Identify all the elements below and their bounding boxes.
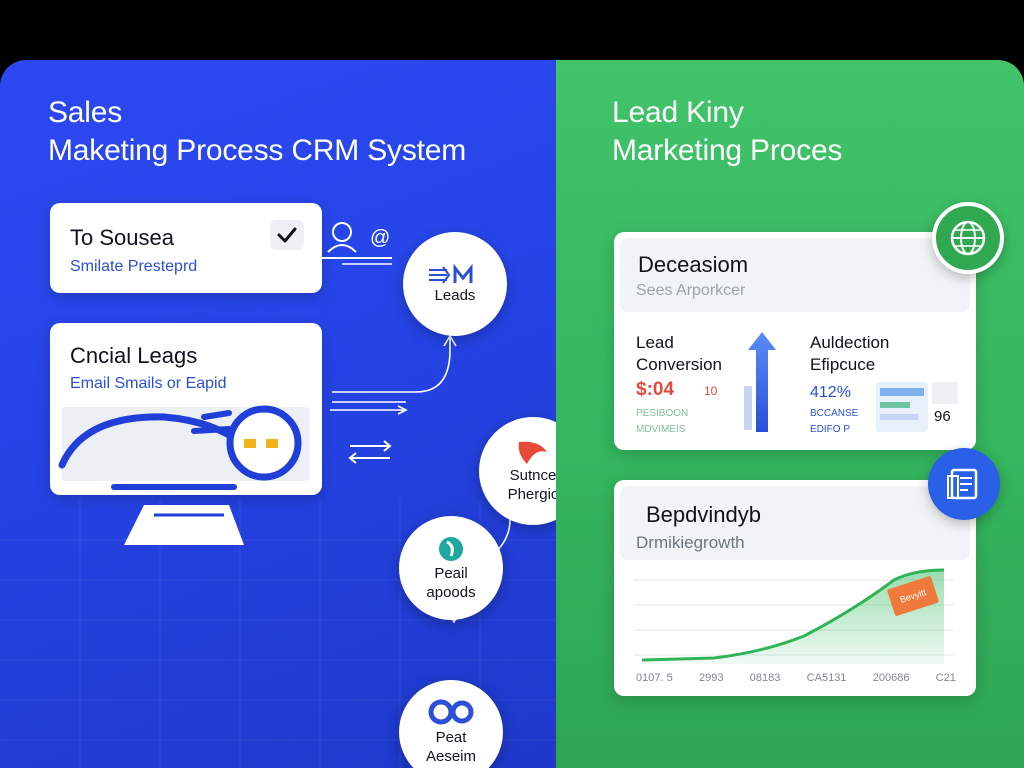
sales-card-1-title: To Sousea [70, 225, 174, 250]
node-strategy-line2: Phergic [507, 486, 559, 503]
x-label-4: CA5131 [806, 672, 847, 684]
metric-lead-conversion-label: Lead Conversion [636, 332, 722, 376]
book-badge[interactable] [928, 448, 1000, 520]
sales-title-line2: Maketing Process CRM System [48, 134, 467, 167]
node-email-line1: Peail [434, 565, 468, 582]
sales-card-2-title: Cncial Leags [70, 343, 198, 368]
metric2-label-line1: Auldection [810, 333, 890, 352]
metric1-caption1: PESIBOON [636, 408, 689, 419]
growth-card-title: Bepdvindyb [646, 502, 761, 527]
checkbox[interactable] [270, 220, 304, 250]
up-arrow-icon [744, 332, 776, 432]
growth-card-subtitle: Drmikiegrowth [636, 533, 745, 552]
conversion-card: Deceasiom Sees Arporkcer Lead Conversion… [614, 232, 976, 450]
node-email[interactable]: Peail apoods [399, 516, 503, 620]
x-label-2: 2993 [699, 672, 724, 684]
sales-title-line1: Sales [48, 96, 123, 129]
sales-panel: Sales Maketing Process CRM System To Sou… [0, 60, 556, 768]
sales-panel-title: Sales Maketing Process CRM System [48, 94, 466, 170]
sales-card-1: To Sousea Smilate Presteprd [50, 203, 322, 293]
growth-chart [634, 568, 954, 664]
conversion-card-title: Deceasiom [638, 252, 749, 277]
sales-card-2-subtitle: Email Smails or Eapid [70, 375, 227, 392]
mini-thumb-widget [932, 382, 958, 404]
book-icon [947, 468, 978, 500]
globe-badge[interactable] [932, 202, 1004, 274]
metric2-label-line2: Efipcuce [810, 355, 876, 374]
node-email-line2: apoods [426, 584, 476, 601]
svg-text:@: @ [370, 227, 390, 249]
growth-tag-label: Bevyitt [898, 587, 928, 605]
conversion-card-subtitle: Sees Arporkcer [636, 282, 746, 299]
metric1-caption2: MDVIMEIS [636, 424, 686, 435]
lead-panel-title: Lead Kiny Marketing Proces [612, 94, 842, 170]
flow-arrows-icon [429, 263, 473, 284]
metric-auldection-label: Auldection Efipcuce [810, 332, 889, 376]
lead-title-line2: Marketing Proces [612, 134, 843, 167]
sales-card-1-subtitle: Smilate Presteprd [70, 258, 198, 275]
metric1-label-line1: Lead [636, 333, 674, 352]
metric2-caption2: EDIFO P [810, 424, 851, 435]
node-leads-label: Leads [434, 286, 476, 304]
sales-person-icon [58, 405, 302, 545]
metric1-label-line2: Conversion [636, 355, 722, 374]
node-final[interactable]: Peat Aeseim [399, 680, 503, 768]
node-leads[interactable]: Leads [403, 232, 507, 336]
swap-arrows-icon [348, 440, 392, 464]
conversion-card-header [620, 238, 970, 312]
growth-x-axis: 0107. 5 2993 08183 CA5131 200686 C21 [636, 672, 956, 688]
flow-connector-1 [330, 334, 457, 415]
lead-title-line1: Lead Kiny [612, 96, 744, 129]
node-final-line2: Aeseim [425, 748, 477, 765]
node-strategy-line1: Sutnce [509, 467, 557, 484]
node-final-line1: Peat [435, 729, 467, 746]
diagram-frame: Sales Maketing Process CRM System To Sou… [0, 60, 1024, 768]
teal-drop-icon [439, 537, 463, 561]
x-label-5: 200686 [872, 672, 910, 684]
mini-table-widget [876, 382, 928, 432]
user-email-icon: @ [322, 222, 392, 265]
metric3-value: 96 [934, 408, 951, 425]
growth-card: Bepdvindyb Drmikiegrowth [614, 480, 976, 696]
x-label-3: 08183 [749, 672, 781, 684]
check-icon [277, 227, 297, 243]
globe-icon [950, 220, 986, 256]
metric-lead-conversion-value: $:04 [636, 379, 675, 400]
metric-lead-conversion-suffix: 10 [704, 384, 718, 398]
red-shape-icon [518, 441, 547, 464]
metric-auldection-value: 412% [810, 384, 851, 401]
x-label-6: C21 [935, 672, 956, 684]
metric2-caption1: BCCANSE [810, 408, 859, 419]
lead-panel: Lead Kiny Marketing Proces Deceasiom See… [556, 60, 1024, 768]
blue-cluster-icon [428, 699, 474, 725]
growth-card-header [620, 486, 970, 560]
x-label-1: 0107. 5 [636, 672, 673, 684]
